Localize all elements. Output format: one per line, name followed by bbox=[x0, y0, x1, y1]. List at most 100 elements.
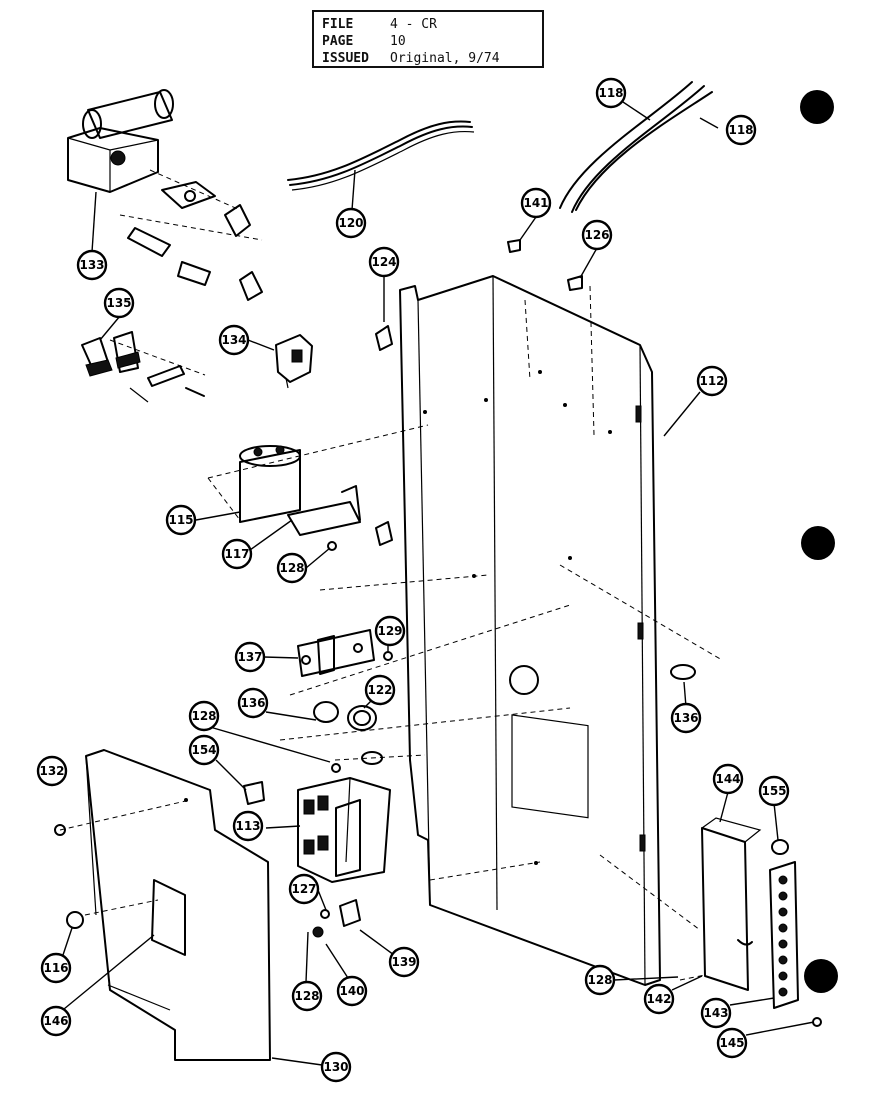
file-label: FILE bbox=[322, 17, 354, 32]
callout-label: 116 bbox=[43, 961, 68, 975]
callout-118b: 118 bbox=[725, 114, 757, 146]
callout-label: 133 bbox=[79, 258, 104, 272]
drain-tubes-part bbox=[559, 81, 713, 213]
callout-116: 116 bbox=[40, 952, 72, 984]
side-panel-part bbox=[66, 749, 271, 1061]
callout-label: 128 bbox=[294, 989, 319, 1003]
callout-118a: 118 bbox=[595, 77, 627, 109]
callout-label: 139 bbox=[391, 955, 416, 969]
callout-132: 132 bbox=[36, 755, 68, 787]
page-value: 10 bbox=[390, 34, 406, 49]
callout-113: 113 bbox=[232, 810, 264, 842]
callout-128b: 128 bbox=[188, 700, 220, 732]
capacitor-part bbox=[239, 445, 361, 551]
callout-117: 117 bbox=[221, 538, 253, 570]
callout-label: 113 bbox=[235, 819, 260, 833]
small-clips bbox=[375, 239, 583, 546]
page-label: PAGE bbox=[322, 34, 354, 49]
callout-label: 112 bbox=[699, 374, 724, 388]
switch-bracket-part bbox=[81, 331, 205, 403]
callout-label: 117 bbox=[224, 547, 249, 561]
terminal-bracket-part bbox=[701, 817, 822, 1027]
callout-label: 126 bbox=[584, 228, 609, 242]
callout-label: 124 bbox=[371, 255, 396, 269]
title-block: FILE 4 - CR PAGE 10 ISSUED Original, 9/7… bbox=[312, 10, 544, 68]
issued-label: ISSUED bbox=[322, 51, 369, 66]
callout-126: 126 bbox=[581, 219, 613, 251]
callout-label: 141 bbox=[523, 196, 548, 210]
callout-146: 146 bbox=[40, 1005, 72, 1037]
page-row: PAGE 10 bbox=[322, 33, 534, 50]
callout-label: 127 bbox=[291, 882, 316, 896]
callout-112: 112 bbox=[696, 365, 728, 397]
callout-145: 145 bbox=[716, 1027, 748, 1059]
callout-label: 134 bbox=[221, 333, 246, 347]
binder-hole-top bbox=[800, 90, 834, 124]
binder-hole-middle bbox=[801, 526, 835, 560]
issued-row: ISSUED Original, 9/74 bbox=[322, 50, 534, 67]
callout-130: 130 bbox=[320, 1051, 352, 1083]
callout-label: 120 bbox=[338, 216, 363, 230]
callout-label: 142 bbox=[646, 992, 671, 1006]
callout-label: 128 bbox=[279, 561, 304, 575]
callout-154: 154 bbox=[188, 734, 220, 766]
callout-137: 137 bbox=[234, 641, 266, 673]
binder-holes bbox=[800, 90, 838, 993]
leader-lines bbox=[62, 99, 815, 1066]
file-row: FILE 4 - CR bbox=[322, 16, 534, 33]
callout-label: 122 bbox=[367, 683, 392, 697]
binder-hole-bottom bbox=[804, 959, 838, 993]
file-value: 4 - CR bbox=[390, 17, 437, 32]
callout-label: 146 bbox=[43, 1014, 68, 1028]
callout-label: 128 bbox=[587, 973, 612, 987]
callout-label: 155 bbox=[761, 784, 786, 798]
callout-label: 135 bbox=[106, 296, 131, 310]
callout-139: 139 bbox=[388, 946, 420, 978]
wire-harness-part bbox=[287, 120, 475, 191]
terminal-block-part bbox=[275, 334, 313, 389]
callout-label: 115 bbox=[168, 513, 193, 527]
mounting-bracket-part bbox=[297, 629, 393, 677]
callout-144: 144 bbox=[712, 763, 744, 795]
callout-label: 129 bbox=[377, 624, 402, 638]
callout-label: 145 bbox=[719, 1036, 744, 1050]
callout-label: 143 bbox=[703, 1006, 728, 1020]
callout-133: 133 bbox=[76, 249, 108, 281]
callout-label: 128 bbox=[191, 709, 216, 723]
callout-141: 141 bbox=[520, 187, 552, 219]
callout-label: 154 bbox=[191, 743, 216, 757]
callout-142: 142 bbox=[643, 983, 675, 1015]
callout-115: 115 bbox=[165, 504, 197, 536]
callout-122: 122 bbox=[364, 674, 396, 706]
callout-134: 134 bbox=[218, 324, 250, 356]
callout-128d: 128 bbox=[584, 964, 616, 996]
rear-panel-part bbox=[399, 275, 661, 986]
callout-label: 118 bbox=[728, 123, 753, 137]
issued-value: Original, 9/74 bbox=[390, 51, 500, 66]
callout-155: 155 bbox=[758, 775, 790, 807]
callout-120: 120 bbox=[335, 207, 367, 239]
callout-136a: 136 bbox=[237, 687, 269, 719]
callout-143: 143 bbox=[700, 997, 732, 1029]
callout-136b: 136 bbox=[670, 702, 702, 734]
callout-label: 140 bbox=[339, 984, 364, 998]
contactor-part bbox=[243, 777, 391, 883]
callout-128a: 128 bbox=[276, 552, 308, 584]
callout-label: 136 bbox=[673, 711, 698, 725]
callout-label: 136 bbox=[240, 696, 265, 710]
callout-label: 137 bbox=[237, 650, 262, 664]
assembly-lines bbox=[59, 169, 723, 981]
callout-label: 132 bbox=[39, 764, 64, 778]
callout-label: 130 bbox=[323, 1060, 348, 1074]
callout-140: 140 bbox=[336, 975, 368, 1007]
callout-124: 124 bbox=[368, 246, 400, 278]
callout-label: 144 bbox=[715, 772, 740, 786]
callout-128c: 128 bbox=[291, 980, 323, 1012]
relay-assembly-part bbox=[67, 89, 263, 301]
callout-label: 118 bbox=[598, 86, 623, 100]
callout-135: 135 bbox=[103, 287, 135, 319]
small-hardware-part bbox=[54, 763, 361, 938]
callout-129: 129 bbox=[374, 615, 406, 647]
